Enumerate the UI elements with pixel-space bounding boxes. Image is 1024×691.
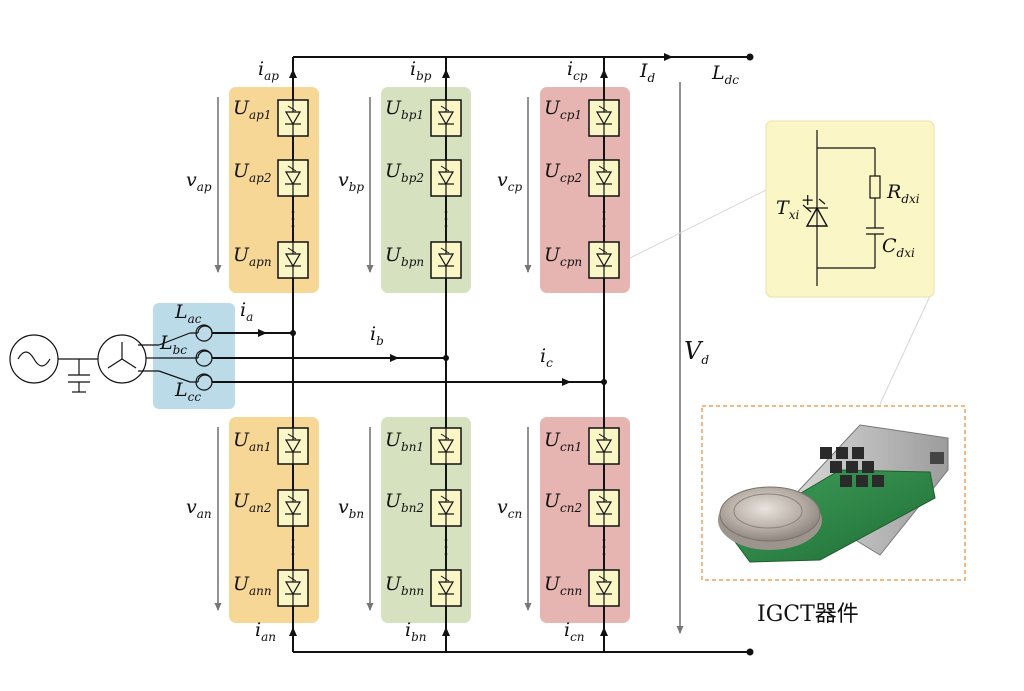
label-l-cc: Lcc bbox=[174, 379, 201, 404]
phase-a-labels: iap vap Uap1 Uap2 Uapn van Uan1 Uan2 Uan… bbox=[174, 58, 279, 644]
label-u-ann: Uann bbox=[233, 573, 272, 598]
label-l-ac: Lac bbox=[174, 301, 202, 326]
label-v-cp: vcp bbox=[497, 169, 522, 194]
ellipsis-cn bbox=[602, 538, 606, 556]
label-i-an: ian bbox=[255, 619, 276, 644]
label-u-cnn: Ucnn bbox=[544, 573, 582, 598]
label-i-d: Id bbox=[639, 60, 656, 85]
igct-submodule-icon bbox=[802, 130, 884, 286]
label-v-bp: vbp bbox=[338, 169, 364, 194]
label-i-a: ia bbox=[240, 299, 253, 324]
label-u-cn1: Ucn1 bbox=[544, 429, 582, 454]
submodule-bn2 bbox=[430, 489, 462, 527]
label-i-b: ib bbox=[370, 323, 384, 348]
label-u-bp1: Ubp1 bbox=[385, 97, 424, 122]
submodule-cpn bbox=[588, 241, 620, 279]
label-i-bp: ibp bbox=[410, 58, 432, 83]
label-i-bn: ibn bbox=[405, 619, 427, 644]
ac-inductors bbox=[158, 324, 213, 391]
label-v-cn: vcn bbox=[497, 496, 522, 521]
submodule-bp2 bbox=[430, 159, 462, 197]
submodule-cp1 bbox=[588, 99, 620, 137]
label-v-an: van bbox=[186, 496, 212, 521]
submodule-cn1 bbox=[588, 427, 620, 465]
label-i-ap: iap bbox=[258, 58, 279, 83]
submodule-ap2 bbox=[277, 159, 309, 197]
phase-b-labels: ibp vbp Ubp1 Ubp2 Ubpn vbn Ubn1 Ubn2 Ubn… bbox=[159, 58, 432, 644]
label-r-dxi: Rdxi bbox=[886, 181, 920, 206]
submodule-cells bbox=[277, 99, 620, 607]
label-u-cp1: Ucp1 bbox=[544, 97, 582, 122]
submodule-bn1 bbox=[430, 427, 462, 465]
label-u-bpn: Ubpn bbox=[385, 244, 424, 269]
label-i-cn: icn bbox=[564, 619, 585, 644]
ellipsis-cp bbox=[602, 210, 606, 228]
label-l-dc: Ldc bbox=[711, 62, 739, 87]
label-u-ap1: Uap1 bbox=[233, 97, 272, 122]
submodule-an1 bbox=[277, 427, 309, 465]
submodule-an2 bbox=[277, 489, 309, 527]
submodule-detail: + Txi Rdxi Cdxi bbox=[629, 120, 935, 405]
label-u-cpn: Ucpn bbox=[544, 244, 582, 269]
submodule-bpn bbox=[430, 241, 462, 279]
label-u-cn2: Ucn2 bbox=[544, 490, 582, 515]
label-v-bn: vbn bbox=[338, 496, 364, 521]
label-u-an2: Uan2 bbox=[233, 490, 272, 515]
submodule-bnn bbox=[430, 569, 462, 607]
submodule-cp2 bbox=[588, 159, 620, 197]
label-u-an1: Uan1 bbox=[233, 429, 272, 454]
label-u-bn1: Ubn1 bbox=[385, 429, 424, 454]
submodule-bp1 bbox=[430, 99, 462, 137]
submodule-cn2 bbox=[588, 489, 620, 527]
ellipsis-bn bbox=[444, 538, 448, 556]
label-v-d: Vd bbox=[684, 337, 709, 367]
label-i-c: ic bbox=[540, 345, 553, 370]
dc-labels: Id Ldc Vd bbox=[639, 60, 739, 367]
label-u-cp2: Ucp2 bbox=[544, 160, 582, 185]
ac-connection-wiring bbox=[212, 329, 607, 386]
detail-box bbox=[765, 120, 935, 298]
igct-device-photo bbox=[701, 405, 966, 581]
detail-polarity: + bbox=[801, 190, 814, 209]
ellipsis-an bbox=[291, 538, 295, 556]
arm-voltage-arrows bbox=[214, 82, 684, 634]
label-l-bc: Lbc bbox=[159, 332, 187, 357]
label-u-bnn: Ubnn bbox=[385, 573, 424, 598]
phase-c-labels: icp vcp Ucp1 Ucp2 Ucpn vcn Ucn1 Ucn2 Ucn… bbox=[174, 58, 588, 644]
label-u-bp2: Ubp2 bbox=[385, 160, 424, 185]
submodule-apn bbox=[277, 241, 309, 279]
igct-caption: IGCT器件 bbox=[757, 602, 859, 627]
label-v-ap: vap bbox=[186, 169, 212, 194]
label-c-dxi: Cdxi bbox=[882, 235, 915, 260]
ellipsis-ap bbox=[291, 210, 295, 228]
submodule-cnn bbox=[588, 569, 620, 607]
label-u-bn2: Ubn2 bbox=[385, 490, 424, 515]
submodule-ap1 bbox=[277, 99, 309, 137]
label-t-xi: Txi bbox=[776, 197, 799, 222]
dc-bus-wiring bbox=[293, 53, 754, 656]
transformer-icon bbox=[97, 334, 159, 384]
submodule-ann bbox=[277, 569, 309, 607]
capacitor-icon bbox=[58, 358, 98, 393]
label-u-apn: Uapn bbox=[233, 244, 272, 269]
label-i-cp: icp bbox=[567, 58, 588, 83]
ac-source-icon bbox=[9, 334, 59, 384]
label-u-ap2: Uap2 bbox=[233, 160, 272, 185]
ellipsis-bp bbox=[444, 210, 448, 228]
